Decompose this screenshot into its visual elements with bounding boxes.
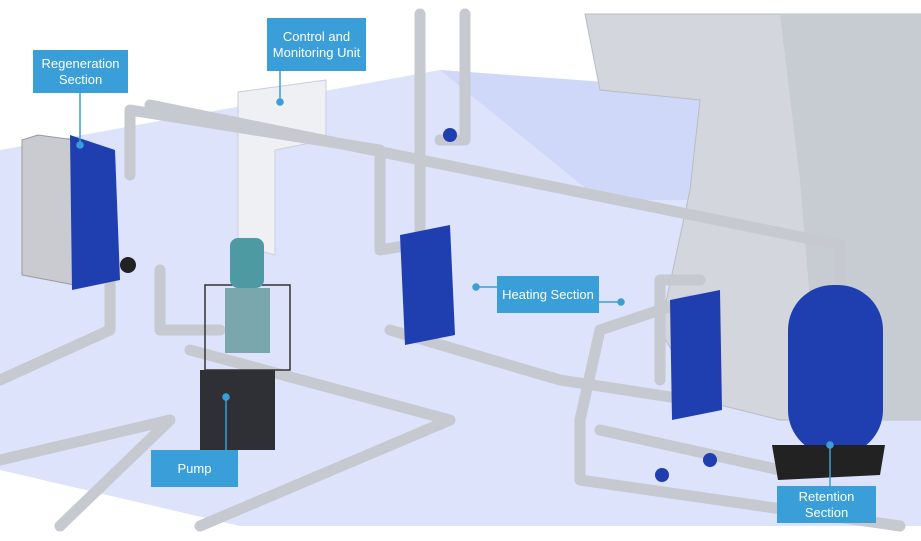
retention-tank [788,285,883,455]
heating-section-label: Heating Section [497,276,599,313]
regeneration-section-label: Regeneration Section [33,50,128,93]
valve [443,128,457,142]
heating-exchanger [400,225,455,345]
pump-body [225,288,270,353]
valve [655,468,669,482]
valve [703,453,717,467]
valve [120,257,136,273]
regeneration-exchanger [70,135,120,290]
pipes [0,8,906,532]
pump-base [200,370,275,450]
retention-section-label: Retention Section [777,486,876,523]
retention-exchanger [670,290,722,420]
pump-label: Pump [151,450,238,487]
control-unit-label: Control and Monitoring Unit [267,18,366,71]
leader-lines [76,71,834,486]
regeneration-frame [21,134,76,286]
pump-motor [230,238,264,288]
tank-stand [772,445,885,480]
